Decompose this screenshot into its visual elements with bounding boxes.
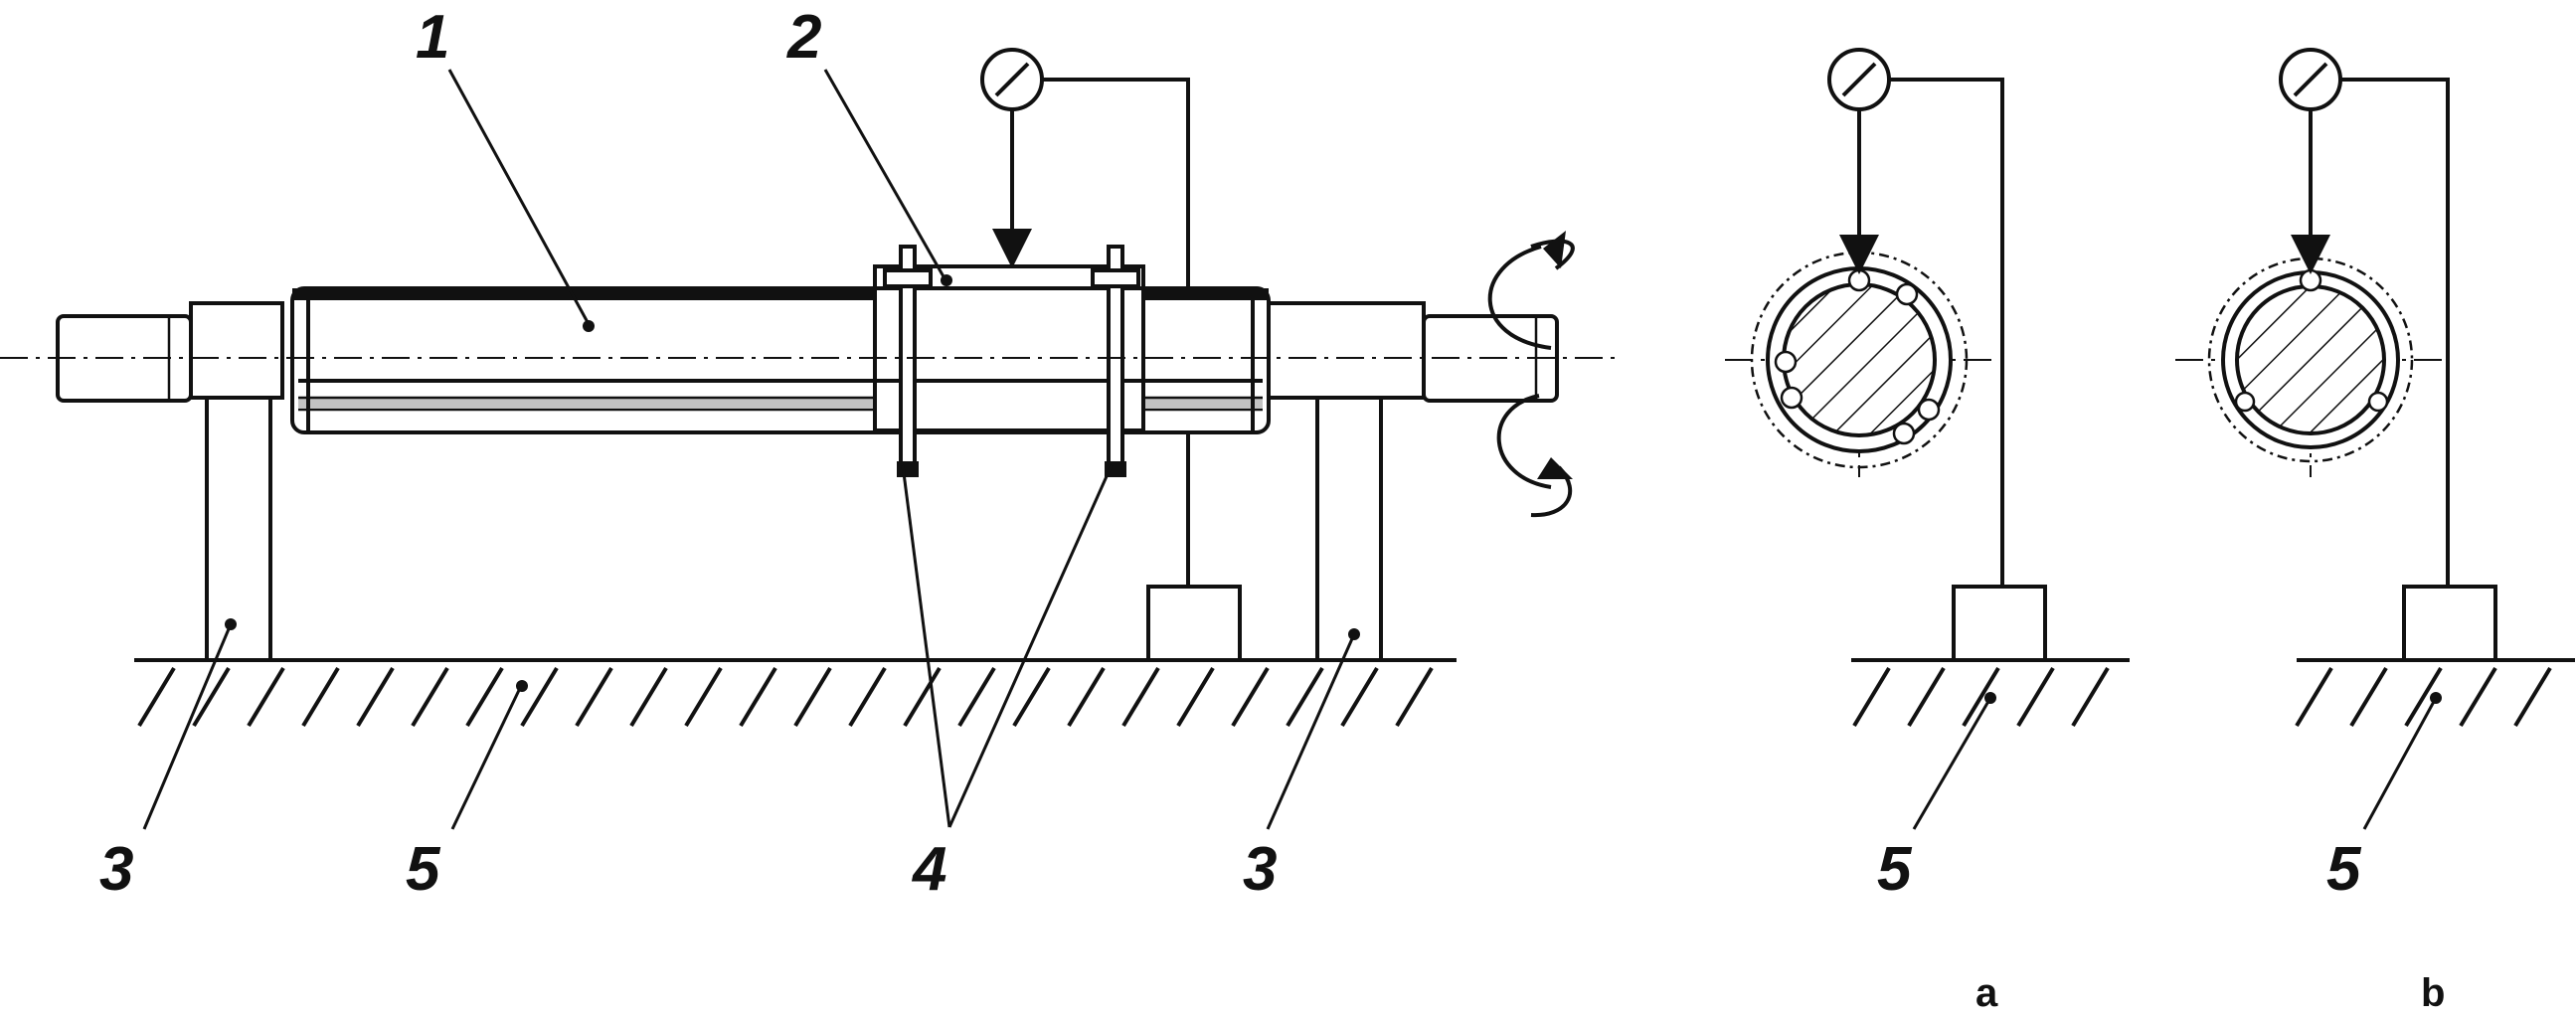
shaft-left-journal bbox=[189, 301, 284, 400]
rotation-arrows bbox=[1487, 231, 1575, 518]
section-view-a: 5 a bbox=[1725, 48, 2130, 1015]
support-right bbox=[1315, 388, 1383, 662]
base-ground-main bbox=[134, 658, 1457, 728]
callout-support-right: 3 bbox=[1243, 835, 1277, 904]
callout-base-main: 5 bbox=[406, 835, 441, 904]
callout-base-a: 5 bbox=[1877, 835, 1913, 904]
section-view-b: 5 b bbox=[2175, 48, 2575, 1015]
support-left bbox=[205, 388, 272, 662]
callout-clamps: 4 bbox=[911, 835, 946, 904]
dial-indicator-main bbox=[980, 48, 1242, 662]
callout-rotor: 1 bbox=[416, 3, 449, 72]
clamp-bolt-left bbox=[883, 245, 933, 477]
callout-support-left: 3 bbox=[99, 835, 133, 904]
view-label-b: b bbox=[2421, 971, 2445, 1015]
clamp-bolt-right bbox=[1091, 245, 1140, 477]
shaft-right-journal bbox=[1267, 301, 1426, 400]
callout-base-b: 5 bbox=[2326, 835, 2362, 904]
callout-ring: 2 bbox=[786, 3, 821, 72]
view-label-a: a bbox=[1975, 971, 1998, 1015]
main-side-view: 1 2 3 5 4 3 bbox=[0, 3, 1621, 904]
